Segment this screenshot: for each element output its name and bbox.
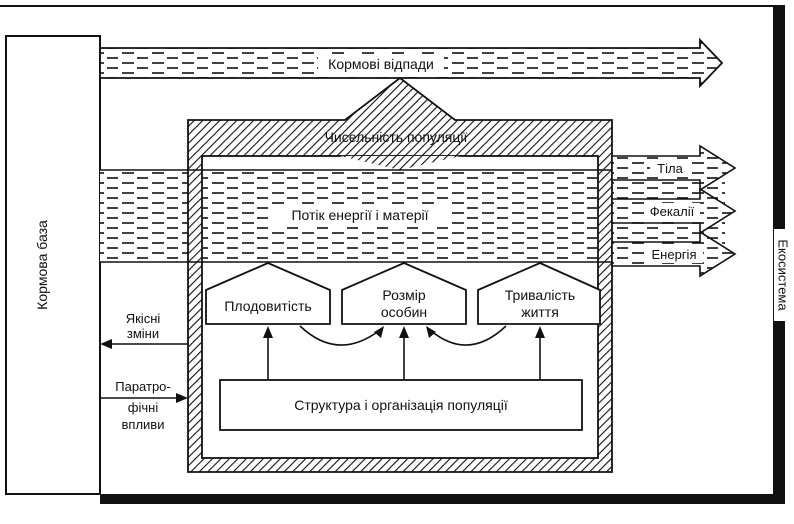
trait-size-line1: Розмір	[382, 287, 426, 303]
output-energy-label: Енергія	[652, 247, 697, 262]
trait-lifespan-box	[477, 262, 601, 325]
population-number-label: Чисельність популяції	[325, 129, 468, 145]
population-notch	[340, 156, 460, 170]
curve-fertility-size	[299, 325, 381, 346]
bottom-bar	[100, 494, 785, 504]
trait-lifespan-line1: Тривалість	[505, 287, 575, 303]
ecosystem-label: Екосистема	[776, 239, 791, 311]
energy-flow-label: Потік енергії і матерії	[291, 207, 428, 223]
output-feces-label: Фекалії	[650, 204, 695, 219]
structure-label: Структура і організація популяції	[294, 397, 508, 413]
paratrophic-line3: впливи	[122, 417, 165, 432]
trait-size-box	[341, 262, 467, 325]
food-waste-label-bg	[318, 54, 444, 74]
qualitative-line2: зміни	[127, 326, 159, 341]
structure-box	[219, 379, 583, 431]
paratrophic-line1: Паратро-	[115, 379, 171, 394]
trait-fertility-label: Плодовитість	[224, 298, 311, 314]
qualitative-line1: Якісні	[126, 311, 161, 326]
trait-lifespan-line2: життя	[521, 304, 559, 320]
curve-lifespan-size	[429, 325, 507, 346]
output-bodies-label: Тіла	[657, 161, 683, 176]
trait-fertility-box	[205, 262, 331, 325]
trait-size-line2: особин	[381, 304, 427, 320]
food-base-label: Кормова база	[34, 220, 50, 310]
food-base-box	[5, 35, 101, 495]
paratrophic-line2: фічні	[128, 400, 159, 415]
food-waste-label: Кормові відпади	[328, 56, 434, 72]
energy-label-bg	[270, 205, 450, 225]
